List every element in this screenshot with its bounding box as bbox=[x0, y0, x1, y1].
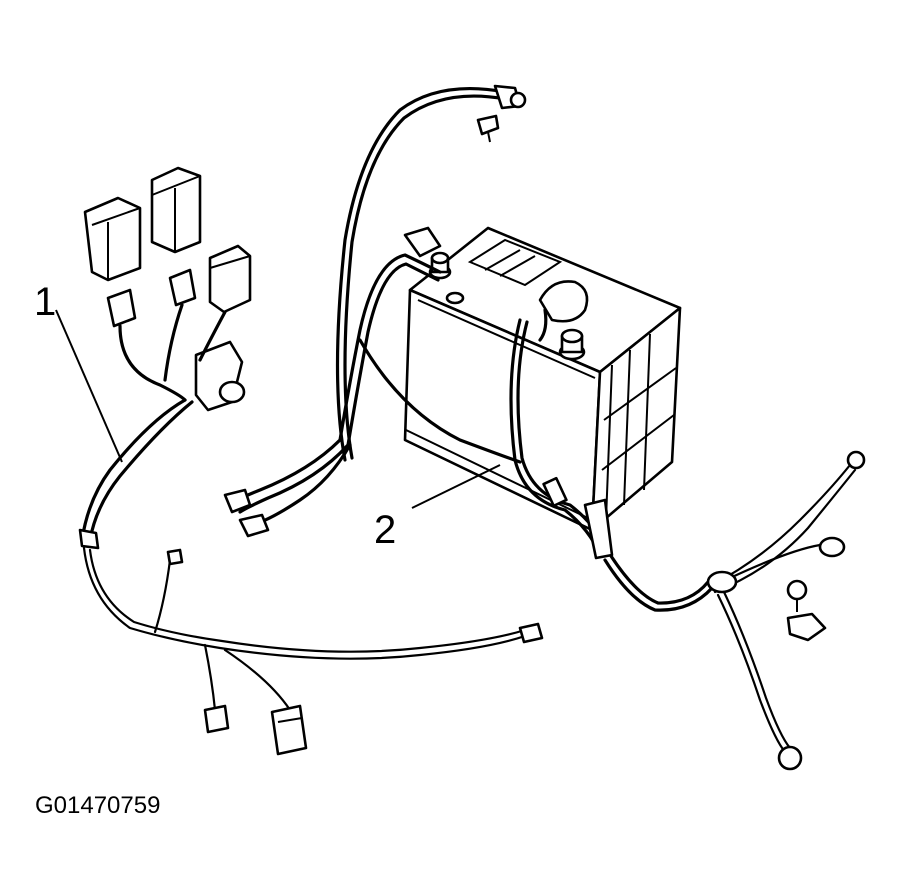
cable-to-starter-outline bbox=[609, 554, 710, 605]
harness-fuse-holder bbox=[218, 380, 246, 404]
ground-wire-upper-b bbox=[713, 468, 857, 594]
cable-to-starter bbox=[603, 558, 714, 612]
left-cable bbox=[223, 226, 522, 538]
left-cable-connector-top bbox=[403, 226, 442, 258]
terminal-boot bbox=[538, 280, 589, 323]
callout-leader-2 bbox=[411, 464, 501, 509]
cable-sleeve bbox=[583, 498, 614, 560]
callout-label-2: 2 bbox=[374, 508, 397, 552]
ground-harness bbox=[706, 450, 866, 771]
terminal-nut bbox=[445, 291, 465, 305]
harness-connector-large-edge bbox=[277, 717, 303, 723]
ground-wire-lower bbox=[716, 593, 787, 754]
harness-drop-a bbox=[203, 643, 217, 712]
positive-terminal bbox=[428, 251, 452, 280]
ground-ring-terminal-top bbox=[846, 450, 866, 470]
callout-leader-1 bbox=[55, 309, 123, 463]
left-ring-terminal-a bbox=[223, 488, 252, 514]
battery-side bbox=[590, 306, 682, 532]
harness-connector-large bbox=[270, 704, 308, 756]
relay-socket-middle bbox=[168, 268, 197, 307]
callout-label-1: 1 bbox=[34, 280, 57, 324]
battery-top-ribs bbox=[484, 249, 536, 277]
ground-wire-mid bbox=[728, 543, 822, 580]
harness-wire-a bbox=[118, 324, 187, 402]
harness-long-run-b bbox=[88, 548, 527, 653]
harness-drop-b bbox=[223, 648, 292, 712]
battery-top-edge bbox=[417, 299, 596, 379]
ground-ring-terminal-mid bbox=[818, 536, 846, 558]
negative-terminal bbox=[558, 328, 586, 361]
left-cable-main-b bbox=[238, 262, 440, 514]
relay-right-edges bbox=[209, 255, 251, 269]
harness-wire-c bbox=[198, 310, 227, 362]
harness-trunk-b bbox=[88, 400, 194, 542]
harness-end-connector bbox=[518, 622, 544, 644]
upper-ring-terminal bbox=[509, 91, 527, 109]
ground-wire-upper bbox=[710, 463, 852, 587]
harness-riser bbox=[153, 558, 172, 634]
harness-trunk bbox=[80, 398, 187, 542]
battery-vent-cap bbox=[467, 238, 563, 287]
harness-tape-end bbox=[78, 528, 100, 550]
relay-socket-left bbox=[106, 288, 137, 328]
battery-cell-grid bbox=[601, 333, 677, 521]
cable-main bbox=[509, 318, 602, 557]
relay-middle-edges bbox=[151, 175, 201, 252]
left-ring-terminal-b bbox=[238, 513, 270, 538]
left-cable-main bbox=[228, 253, 442, 507]
harness-long-run bbox=[82, 546, 527, 660]
upper-cable bbox=[335, 84, 527, 462]
mount-screw-shank bbox=[487, 131, 491, 143]
battery-cable bbox=[509, 308, 714, 612]
ground-nut bbox=[786, 612, 827, 642]
upper-cable-main-b bbox=[343, 94, 507, 460]
upper-cable-main bbox=[335, 86, 507, 462]
relay-left bbox=[83, 196, 142, 282]
relay-right bbox=[208, 244, 252, 314]
harness-grommet bbox=[706, 570, 738, 594]
ground-bolt-head bbox=[786, 579, 808, 601]
ground-ring-terminal-lower bbox=[777, 745, 803, 771]
mount-screw-head bbox=[476, 114, 500, 136]
cable-terminal-lead bbox=[538, 308, 548, 342]
relay-left-edges bbox=[91, 207, 141, 280]
wiring-harness bbox=[78, 166, 544, 756]
cable-cross-battery bbox=[358, 338, 522, 464]
figure-id: G01470759 bbox=[35, 792, 161, 819]
ground-wire-lower-b bbox=[722, 590, 792, 750]
harness-connector-small bbox=[203, 704, 230, 734]
harness-riser-terminal bbox=[166, 548, 184, 566]
harness-wire-b bbox=[163, 303, 184, 382]
cable-clamp bbox=[542, 476, 568, 508]
